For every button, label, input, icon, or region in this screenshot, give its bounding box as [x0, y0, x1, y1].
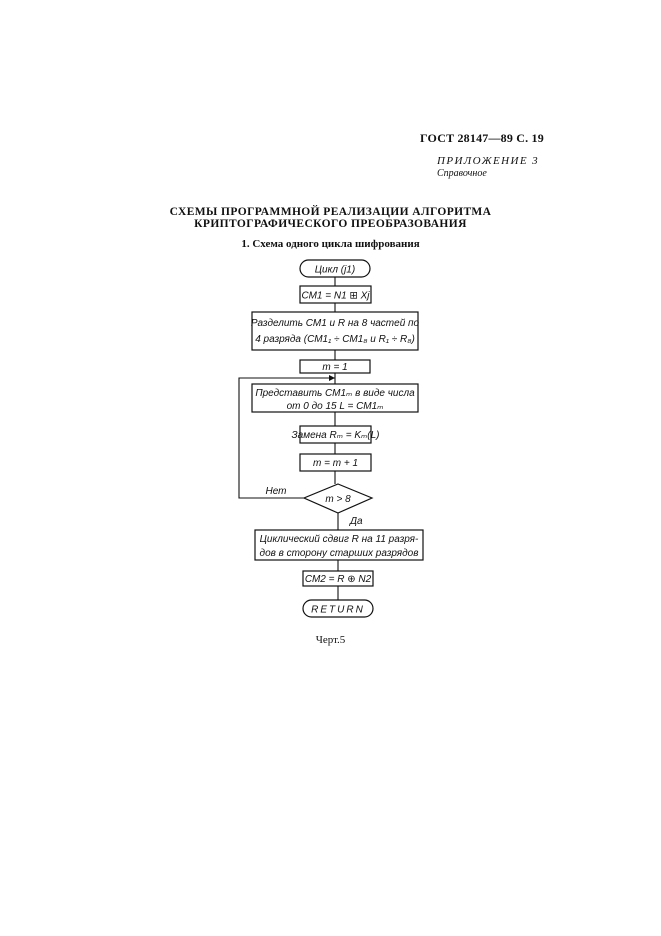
sum-step-label: СМ1 = N1 ⊞ Xj	[301, 291, 370, 302]
increment-step-label: m = m + 1	[313, 458, 358, 469]
section-title: 1. Схема одного цикла шифрования	[241, 238, 420, 250]
appendix-note: Справочное	[437, 168, 487, 179]
decision-label: m > 8	[325, 494, 351, 505]
shift-step-label-2: дов в сторону старших разрядов	[260, 548, 419, 559]
end-terminator	[302, 599, 374, 618]
figure-caption: Черт.5	[315, 634, 346, 646]
replace-step-label: Замена Rₘ = Kₘ(L)	[292, 430, 380, 441]
loop-back-line	[238, 377, 335, 499]
represent-step-label-1: Представить СМ1ₘ в виде числа	[255, 388, 415, 399]
start-label: Цикл (j1)	[315, 265, 355, 276]
split-step-label-1: Разделить СМ1 и R на 8 частей по	[251, 318, 420, 329]
xor-step-label: СМ2 = R ⊕ N2	[305, 574, 372, 585]
decision-no-label: Нет	[265, 486, 286, 497]
document-title-line-1: СХЕМЫ ПРОГРАММНОЙ РЕАЛИЗАЦИИ АЛГОРИТМА	[169, 206, 492, 218]
appendix-title: ПРИЛОЖЕНИЕ 3	[437, 155, 540, 167]
shift-step-box	[254, 529, 424, 561]
represent-step-label-2: от 0 до 15 L = СМ1ₘ	[287, 401, 384, 412]
shift-step-label-1: Циклический сдвиг R на 11 разря-	[260, 534, 419, 545]
init-step-label: m = 1	[322, 362, 347, 373]
decision-yes-label: Да	[349, 516, 363, 527]
split-step-label-2: 4 разряда (СМ1₁ ÷ СМ1₈ и R₁ ÷ R₈)	[255, 334, 415, 345]
document-title-line-2: КРИПТОГРАФИЧЕСКОГО ПРЕОБРАЗОВАНИЯ	[194, 218, 467, 230]
loop-arrow-head	[329, 375, 335, 381]
end-label: RETURN	[311, 605, 365, 616]
standard-reference: ГОСТ 28147—89 С. 19	[420, 131, 544, 145]
